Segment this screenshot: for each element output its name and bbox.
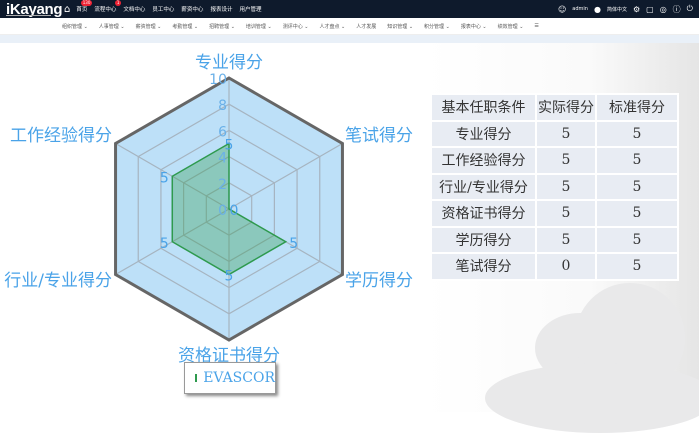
header-cell: 标准得分 [595, 93, 679, 122]
globe-icon[interactable]: ● [593, 4, 601, 14]
nav-employee[interactable]: 员工中心 [152, 7, 175, 13]
table-cell: 工作经验得分 [430, 146, 537, 175]
table-cell: 行业/专业得分 [430, 172, 537, 201]
badge: 1 [114, 0, 122, 6]
submenu-item[interactable]: 绩效管理 ⌄ [497, 23, 524, 30]
submenu-item[interactable]: 知识管理 ⌄ [387, 23, 414, 30]
axis-label: 专业得分 [195, 53, 263, 73]
table-cell: 5 [535, 199, 597, 228]
table-cell: 5 [535, 225, 597, 254]
header-cell: 实际得分 [535, 93, 597, 122]
badge: 130 [80, 0, 93, 6]
submenu-item[interactable]: 积分管理 ⌄ [424, 23, 450, 30]
submenu-item[interactable]: 培训管理 ⌄ [245, 23, 272, 30]
submenu-item[interactable]: 人才发展 [356, 23, 377, 30]
power-icon[interactable]: ⏻ [686, 4, 693, 13]
data-label: 5 [160, 236, 169, 252]
help-icon[interactable]: ◎ [659, 4, 667, 14]
table-cell: 5 [595, 225, 679, 254]
legend-swatch [195, 374, 198, 382]
tick-label: 0 [218, 203, 227, 219]
table-cell: 笔试得分 [430, 252, 537, 281]
table-cell: 5 [595, 146, 679, 175]
header-cell: 基本任职条件 [430, 93, 537, 122]
table-cell: 5 [595, 199, 679, 228]
axis-label: 资格证书得分 [178, 346, 280, 366]
info-icon[interactable]: ⓘ [672, 4, 681, 14]
data-label: 5 [289, 236, 298, 252]
axis-label: 工作经验得分 [10, 126, 112, 146]
logo-underline [6, 15, 51, 16]
menu-icon[interactable]: ☰ [534, 23, 539, 29]
nav-user-mgmt[interactable]: 用户管理 [239, 7, 262, 13]
table-cell: 5 [595, 252, 679, 281]
sub-menu: 组织管理 ⌄ 人事管理 ⌄ 薪资管理 ⌄ 考勤管理 ⌄ 招聘管理 ⌄ 培训管理 ⌄ 测评中心… [0, 18, 699, 35]
submenu-item[interactable]: 报表中心 ⌄ [460, 23, 487, 30]
table-cell: 5 [535, 119, 597, 148]
radar-outline [114, 76, 344, 342]
data-label: 5 [225, 138, 234, 154]
tick-label: 2 [218, 177, 227, 193]
submenu-item[interactable]: 招聘管理 ⌄ [209, 23, 235, 30]
radar-chart: 0246810505555专业得分笔试得分学历得分资格证书得分行业/专业得分工作… [4, 53, 413, 366]
nav-salary[interactable]: 薪资中心 [181, 7, 204, 13]
data-area [171, 142, 288, 276]
user-icon[interactable]: ☺ [557, 4, 567, 14]
table-cell: 5 [535, 172, 597, 201]
tick-label: 10 [209, 72, 227, 88]
axis-label: 笔试得分 [345, 126, 413, 146]
nav-report-design[interactable]: 报表设计 [210, 7, 233, 13]
legend-label: EVASCOR [203, 370, 275, 386]
submenu-item[interactable]: 测评中心 ⌄ [282, 23, 309, 30]
radar-spoke [228, 142, 343, 210]
table-cell: 资格证书得分 [430, 199, 537, 228]
table-cell: 专业得分 [430, 119, 537, 148]
table-cell: 5 [595, 119, 679, 148]
axis-label: 行业/专业得分 [4, 271, 112, 291]
data-label: 5 [160, 170, 169, 186]
data-label: 5 [225, 269, 234, 285]
submenu-item[interactable]: 考勤管理 ⌄ [172, 23, 199, 30]
home-icon[interactable]: ⌂ [64, 3, 71, 15]
chart-legend: EVASCOR [184, 362, 276, 394]
table-cell: 5 [535, 146, 597, 175]
language-select[interactable]: 简体中文 [606, 6, 627, 13]
submenu-item[interactable]: 人事管理 ⌄ [98, 23, 125, 30]
table-cell: 5 [595, 172, 679, 201]
table-cell: 0 [535, 252, 597, 281]
data-label: 0 [230, 203, 239, 219]
tick-label: 4 [218, 151, 227, 167]
tick-label: 6 [218, 124, 227, 140]
tab-strip [0, 35, 699, 43]
logo: iKayang [6, 0, 63, 18]
cloud-decoration [485, 363, 699, 433]
nav-docs[interactable]: 文档中心 [123, 7, 146, 13]
calendar-icon[interactable]: ▢ [646, 4, 654, 14]
gear-icon[interactable]: ⚙ [632, 4, 641, 14]
submenu-item[interactable]: 组织管理 ⌄ [62, 23, 88, 30]
submenu-item[interactable]: 薪资管理 ⌄ [135, 23, 162, 30]
table-cell: 学历得分 [430, 225, 537, 254]
user-name[interactable]: admin [572, 6, 588, 12]
submenu-item[interactable]: 人才盘点 ⌄ [319, 23, 346, 30]
table-header-row: 基本任职条件 实际得分 标准得分 [430, 93, 679, 122]
axis-label: 学历得分 [345, 271, 413, 291]
tick-label: 8 [218, 98, 227, 114]
